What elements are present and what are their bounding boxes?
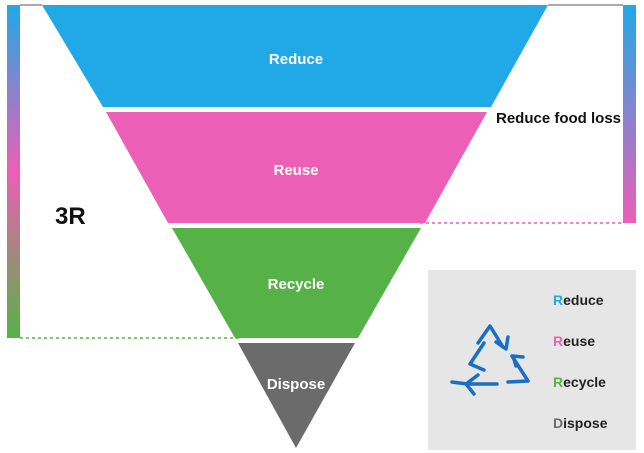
tier-reduce — [42, 5, 548, 107]
right-bracket-label: Reduce food loss — [496, 110, 621, 127]
legend-box — [428, 270, 636, 450]
tier-recycle-label: Recycle — [268, 276, 325, 293]
tier-reuse — [106, 112, 487, 223]
tier-recycle — [172, 228, 421, 338]
legend-item-dispose: Dispose — [553, 415, 608, 431]
right-gradient-bar — [623, 5, 636, 223]
legend-item-recycle: Recycle — [553, 374, 606, 390]
left-gradient-bar — [7, 5, 20, 338]
left-bracket-label: 3R — [55, 203, 86, 230]
legend-item-reduce: Reduce — [553, 292, 604, 308]
tier-reduce-label: Reduce — [269, 51, 323, 68]
recycle-icon — [450, 324, 530, 396]
tier-reuse-label: Reuse — [273, 162, 318, 179]
tier-dispose-label: Dispose — [267, 376, 325, 393]
legend-item-reuse: Reuse — [553, 333, 595, 349]
tier-dispose — [238, 343, 355, 448]
